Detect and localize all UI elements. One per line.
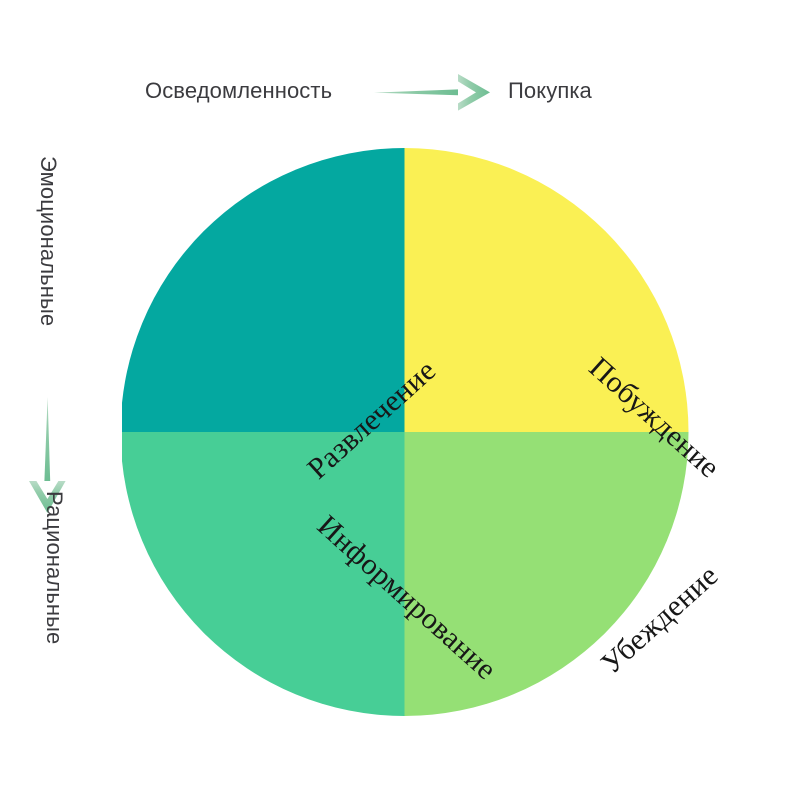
arrow-down-icon [25,395,69,517]
horizontal-axis: Осведомленность Покупка [0,74,800,118]
quadrant-top-left [122,148,405,432]
vertical-axis: Эмоциональные Рациональные [20,140,90,720]
axis-label-rational: Рациональные [42,491,67,645]
quadrant-bottom-left [122,432,405,716]
quadrant-top-right [404,148,689,432]
axis-label-purchase: Покупка [508,78,592,103]
axis-label-awareness: Осведомленность [145,78,333,103]
arrow-right-icon [372,70,494,114]
axis-label-emotional: Эмоциональные [36,156,61,327]
quadrant-bottom-right [404,432,689,716]
quadrant-circle: Развлечение Побуждение Информирование Уб… [122,148,726,716]
circle-svg [122,148,689,716]
